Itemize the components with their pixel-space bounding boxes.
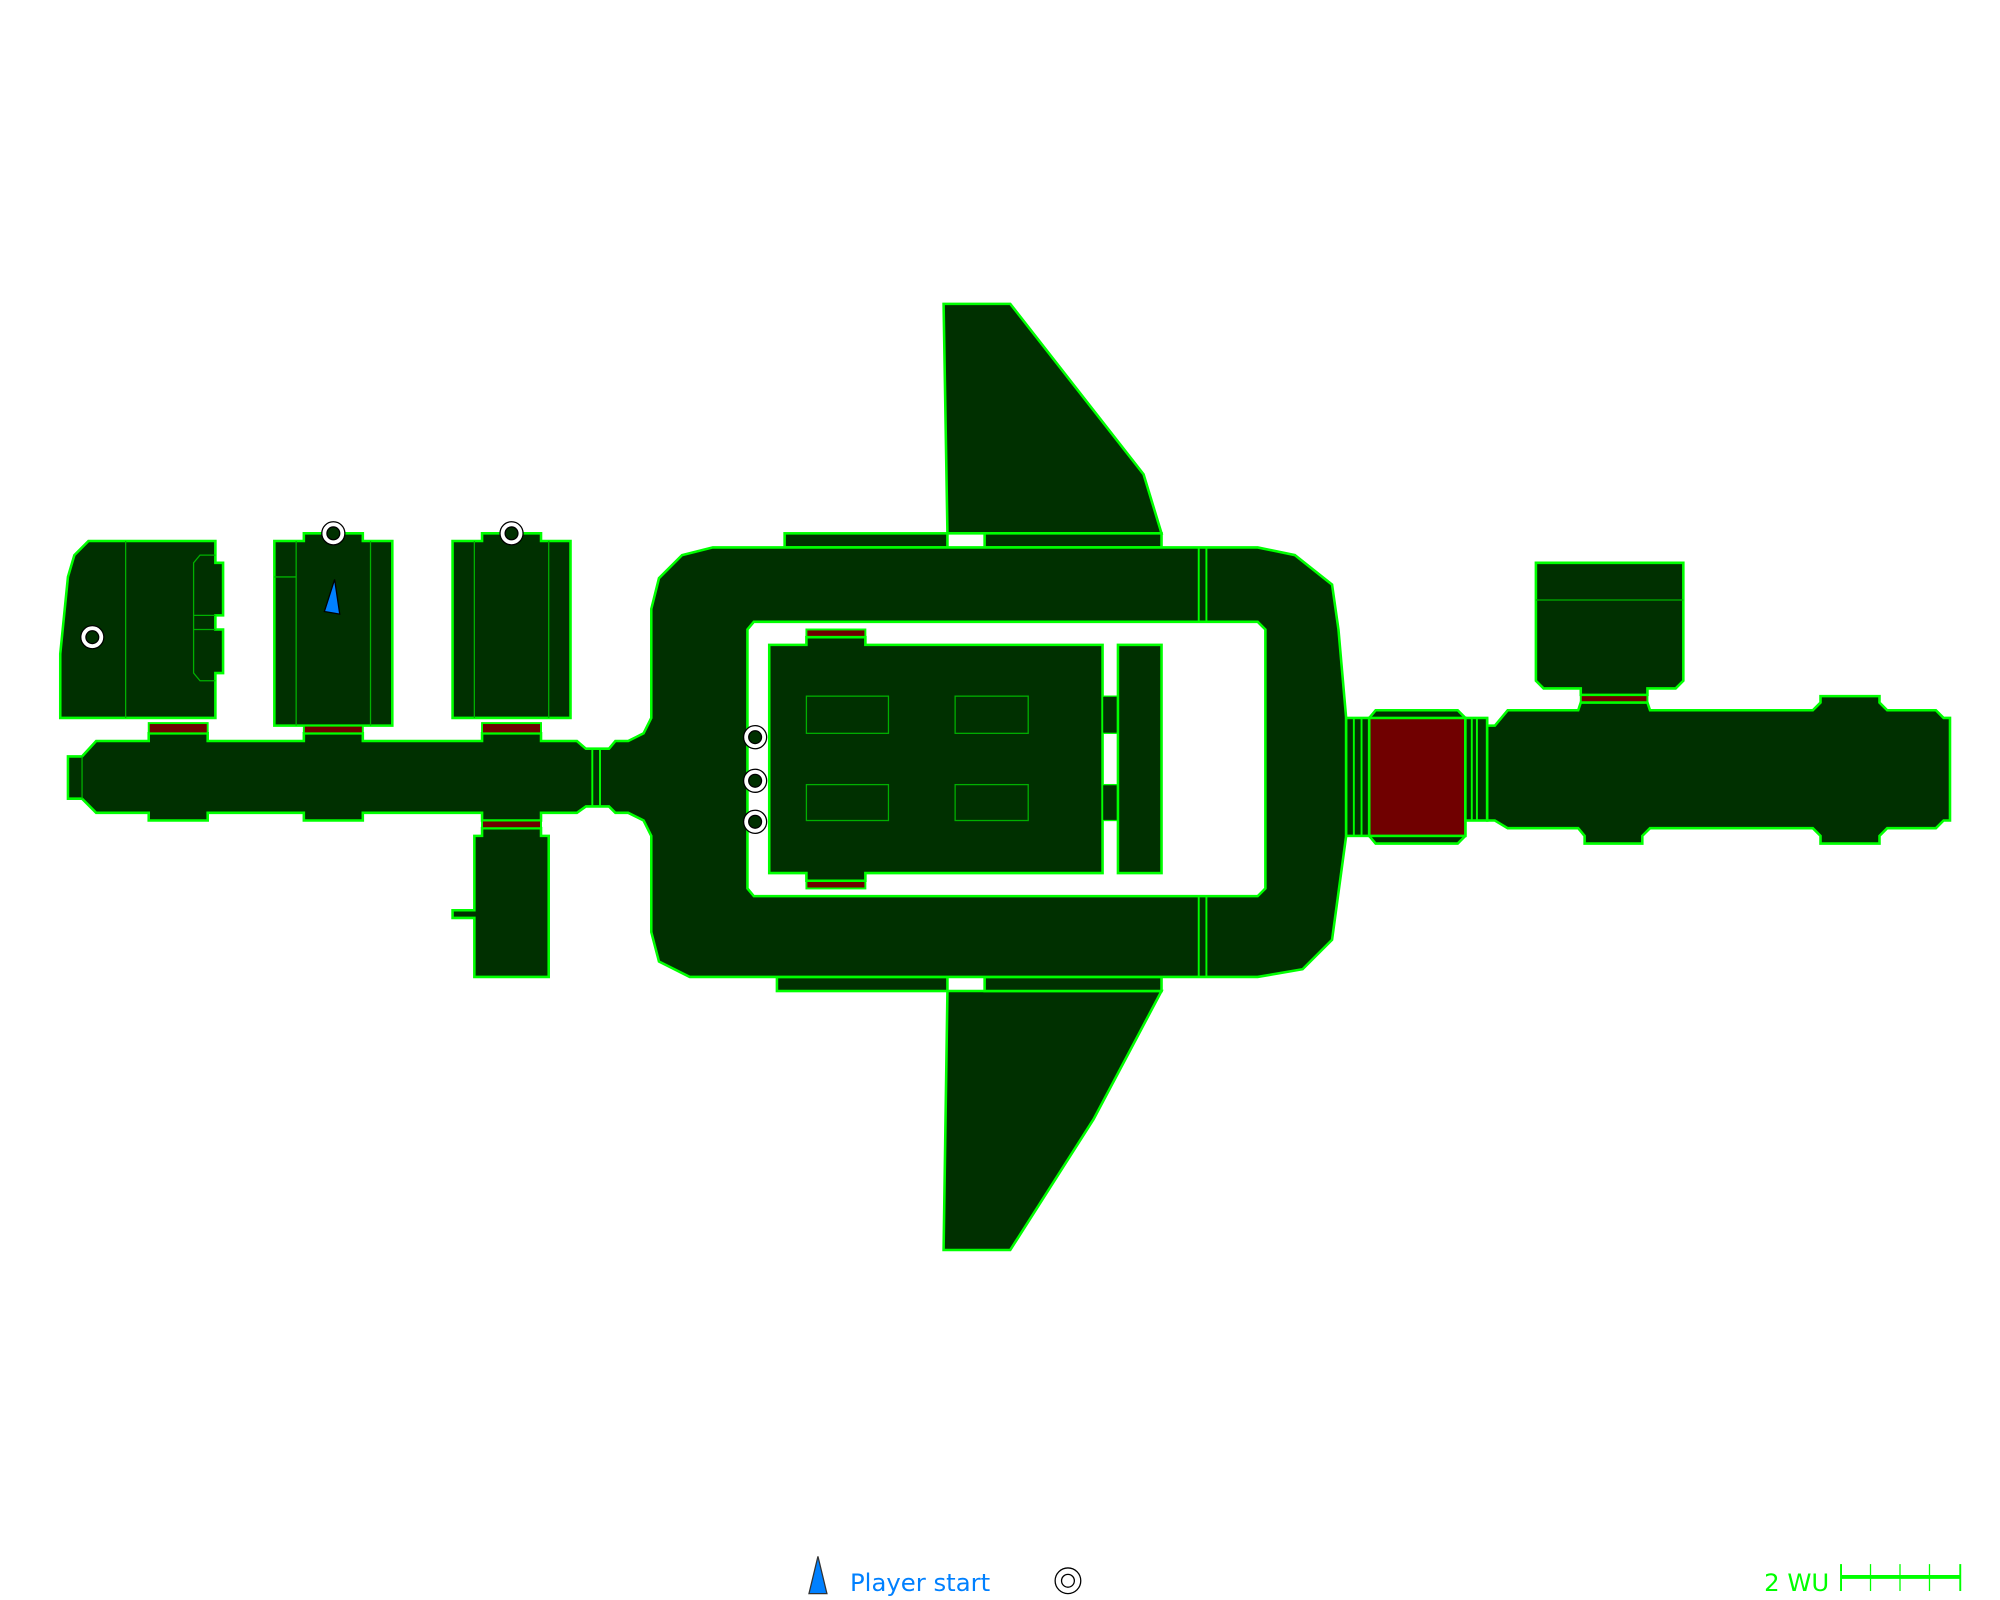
scale-bar-label: 2 WU — [1764, 1568, 1829, 1597]
bottom-wing — [942, 989, 1164, 1252]
door[interactable] — [147, 722, 209, 735]
waypoint-marker[interactable] — [742, 725, 768, 750]
top-wing-strip-left — [783, 532, 949, 549]
room-northeast — [1534, 561, 1685, 697]
waypoint-marker[interactable] — [321, 521, 346, 546]
highlighted-room — [1367, 716, 1467, 838]
bottom-wing-strip-right — [983, 975, 1163, 993]
legend: Player start — [808, 1556, 1082, 1597]
room-spawn — [273, 532, 394, 727]
room-north — [451, 532, 572, 720]
door[interactable] — [481, 722, 542, 735]
player-start-marker[interactable] — [323, 579, 341, 615]
hub-inner-room — [767, 635, 1104, 883]
room-south — [451, 826, 550, 979]
east-corridor — [1485, 694, 1952, 845]
waypoint-marker[interactable] — [742, 809, 768, 834]
double-circle-icon — [1054, 1567, 1082, 1595]
hub-side-room — [1116, 643, 1163, 875]
waypoint-marker[interactable] — [80, 625, 105, 650]
bottom-wing-strip-left — [775, 975, 949, 993]
top-wing — [942, 302, 1164, 535]
player-start-triangle-icon — [808, 1556, 828, 1595]
door[interactable] — [302, 724, 364, 735]
top-wing-strip-right — [983, 532, 1163, 549]
scale-bar: 2 WU — [1764, 1564, 1962, 1597]
room-west — [58, 539, 225, 720]
waypoint-marker[interactable] — [499, 521, 524, 546]
door[interactable] — [481, 819, 542, 830]
waypoint-marker[interactable] — [742, 768, 768, 793]
legend-player-start-label: Player start — [850, 1568, 990, 1597]
